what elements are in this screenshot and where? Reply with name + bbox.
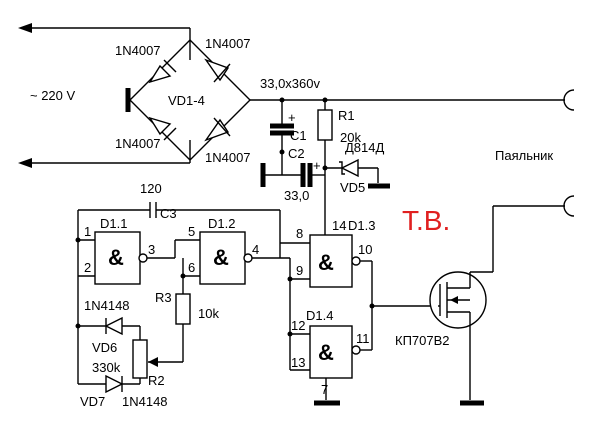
- d1-2-pin4: 4: [252, 242, 259, 257]
- d1-3-pin14: 14: [332, 218, 346, 233]
- d1-2-pin5: 5: [188, 224, 195, 239]
- d1-2-ref-label: D1.2: [208, 216, 235, 231]
- d1-1-pin2: 2: [84, 260, 91, 275]
- mains-voltage-label: ~ 220 V: [30, 88, 76, 103]
- resistor-r3: [148, 293, 191, 363]
- diode-bottom-right-label: 1N4007: [205, 150, 251, 165]
- d1-4-ref-label: D1.4: [306, 308, 333, 323]
- ac-input-lines: [18, 23, 191, 168]
- vd7-type-label: 1N4148: [122, 394, 168, 409]
- gate-d1-3: [280, 234, 375, 350]
- diode-bottom-left-label: 1N4007: [115, 136, 161, 151]
- d1-1-ref-label: D1.1: [100, 216, 127, 231]
- d1-3-pin10: 10: [358, 242, 372, 257]
- d1-3-pin9: 9: [296, 263, 303, 278]
- zener-type-label: Д814Д: [345, 140, 384, 155]
- mosfet-kp707v2: [372, 206, 494, 406]
- d1-4-pin12: 12: [291, 318, 305, 333]
- zener-ref-label: VD5: [340, 180, 365, 195]
- d1-4-symbol: &: [318, 340, 334, 365]
- vd7-ref-label: VD7: [80, 394, 105, 409]
- r3-ref-label: R3: [155, 290, 172, 305]
- c2-plus-label: +: [313, 158, 321, 173]
- r1-value-label: 20k: [340, 130, 361, 145]
- d1-4-pin11: 11: [356, 331, 370, 346]
- gate-d1-2: [175, 231, 290, 294]
- d1-2-symbol: &: [213, 245, 229, 270]
- r2-ref-label: R2: [148, 373, 165, 388]
- mosfet-type-label: КП707В2: [395, 333, 450, 348]
- d1-3-ref-label: D1.3: [348, 218, 375, 233]
- d1-4-pin7: 7: [321, 382, 328, 397]
- d1-1-pin1: 1: [84, 224, 91, 239]
- diode-bridge: [125, 39, 251, 161]
- vd6-ref-label: VD6: [92, 340, 117, 355]
- c2-ref-label: C2: [288, 146, 305, 161]
- tv-mark: Т.В.: [402, 205, 450, 236]
- load-label: Паяльник: [495, 148, 553, 163]
- c3-value-label: 120: [140, 181, 162, 196]
- c1-plus-label: +: [288, 110, 296, 125]
- timing-network: [75, 276, 158, 394]
- c1-ref-label: C1: [290, 128, 307, 143]
- d1-3-symbol: &: [318, 250, 334, 275]
- lower-terminal: [493, 195, 575, 217]
- c2-value-label: 33,0: [284, 188, 309, 203]
- r2-value-label: 330k: [92, 360, 121, 375]
- diode-top-right-label: 1N4007: [205, 36, 251, 51]
- c3-ref-label: C3: [160, 206, 177, 221]
- bridge-ref-label: VD1-4: [168, 93, 205, 108]
- vd6-type-label: 1N4148: [84, 298, 130, 313]
- r3-value-label: 10k: [198, 306, 219, 321]
- d1-1-symbol: &: [108, 245, 124, 270]
- diode-top-left-label: 1N4007: [115, 43, 161, 58]
- r1-ref-label: R1: [338, 108, 355, 123]
- resistor-r1: [317, 100, 333, 235]
- capacitor-c2: [260, 152, 325, 187]
- d1-4-pin13: 13: [291, 355, 305, 370]
- gate-d1-1: [75, 231, 176, 285]
- zener-vd5: [325, 158, 390, 189]
- capacitor-c3: [77, 202, 281, 258]
- gate-d1-4: [287, 279, 372, 406]
- d1-1-pin3: 3: [148, 242, 155, 257]
- d1-3-pin8: 8: [296, 226, 303, 241]
- c1-value-label: 33,0x360v: [260, 76, 320, 91]
- top-rail: [250, 89, 575, 111]
- d1-2-pin6: 6: [188, 260, 195, 275]
